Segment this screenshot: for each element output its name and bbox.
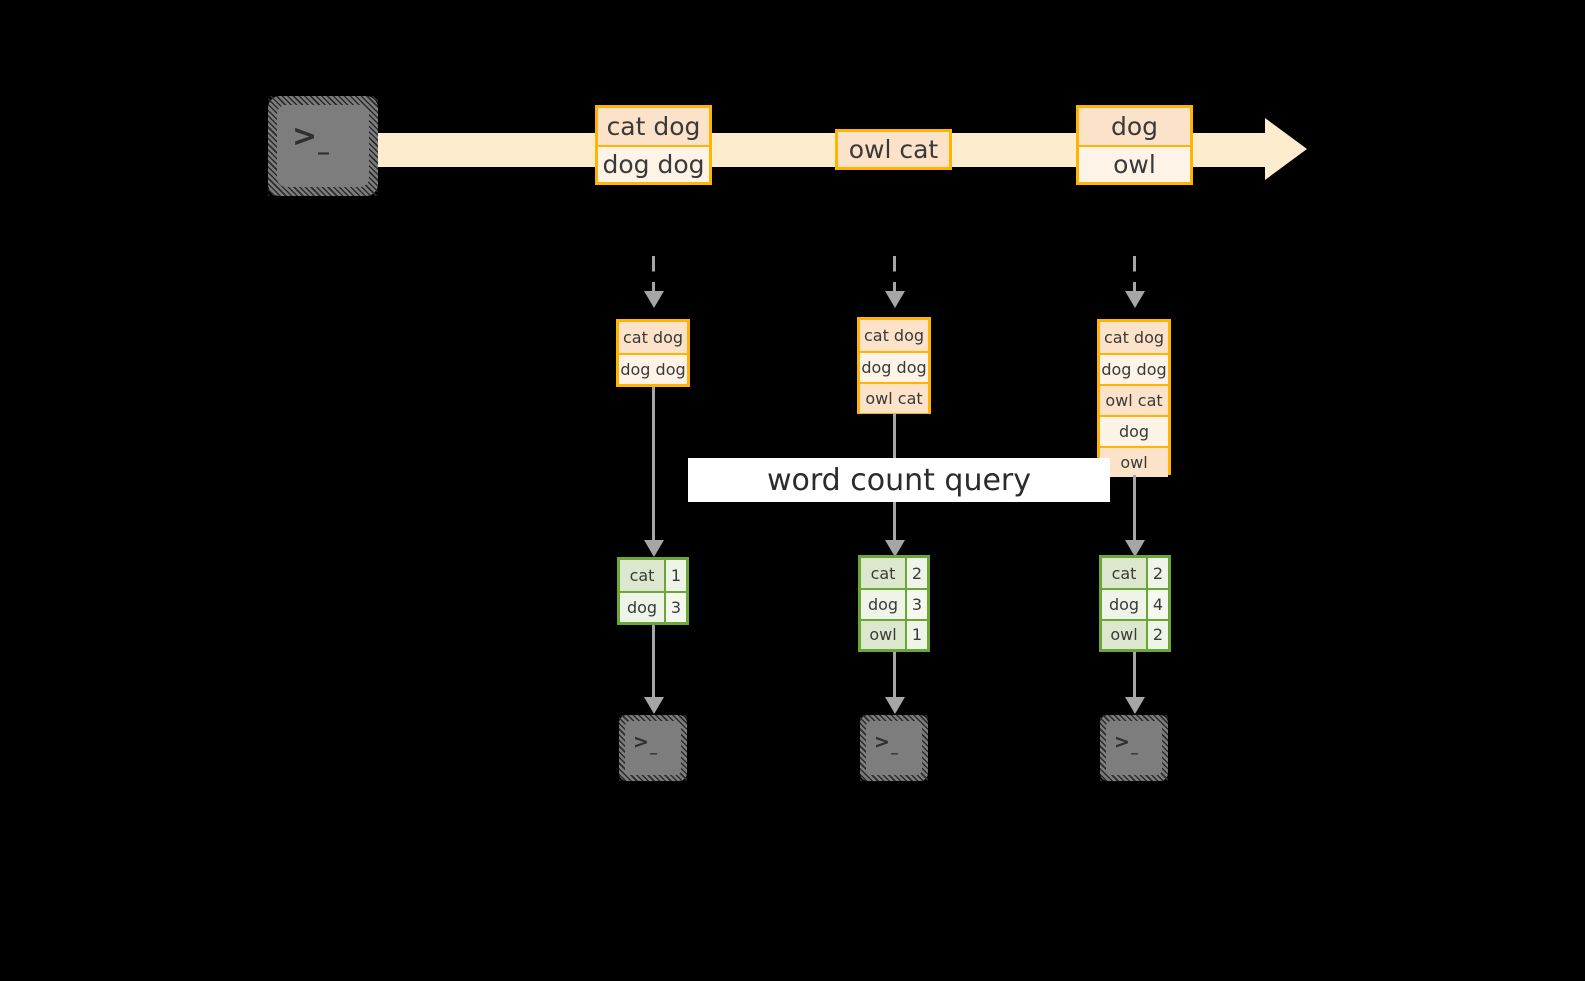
cursor-underscore-icon: _: [650, 739, 657, 755]
snapshot-log-row: owl cat: [860, 382, 928, 413]
result-word: cat: [861, 558, 907, 589]
output-arrow-head-2: [885, 697, 905, 714]
snapshot-log-row: dog dog: [860, 351, 928, 382]
stream-event-row: cat dog: [598, 108, 709, 145]
stream-event-group-1: cat dog dog dog: [595, 105, 712, 185]
prompt-chevron-icon: >: [292, 119, 318, 154]
consumer-terminal-icon-2: > _: [860, 715, 928, 781]
terminal-screen: [277, 105, 369, 187]
result-count: 4: [1148, 590, 1168, 619]
stream-event-row: dog dog: [598, 145, 709, 182]
snapshot-log-row: dog: [1100, 415, 1168, 446]
snapshot-tap-arrowhead-3: [1125, 291, 1145, 308]
result-table-row: owl 1: [861, 618, 927, 649]
event-stream-arrowhead: [1265, 118, 1307, 180]
snapshot-tap-line-2: [893, 256, 896, 292]
snapshot-log-row: owl cat: [1100, 384, 1168, 415]
stream-event-row: owl cat: [838, 132, 949, 167]
result-table-3: cat 2 dog 4 owl 2: [1099, 555, 1171, 652]
snapshot-log-row: dog dog: [1100, 353, 1168, 384]
result-count: 3: [666, 593, 686, 622]
result-count: 3: [907, 590, 927, 619]
consumer-terminal-icon-3: > _: [1100, 715, 1168, 781]
query-label-band: word count query: [688, 458, 1110, 502]
result-word: cat: [1102, 558, 1148, 589]
result-word: owl: [861, 620, 907, 649]
snapshot-log-2: cat dog dog dog owl cat: [857, 317, 931, 414]
result-table-row: dog 3: [620, 591, 686, 622]
result-count: 1: [666, 560, 686, 591]
result-word: dog: [861, 590, 907, 619]
stream-event-group-3: dog owl: [1076, 105, 1193, 185]
terminal-screen: [866, 721, 922, 775]
snapshot-log-row: dog dog: [619, 353, 687, 384]
query-arrow-head-1: [644, 540, 664, 557]
query-arrow-head-3: [1125, 540, 1145, 557]
snapshot-tap-line-3: [1133, 256, 1136, 292]
result-table-row: cat 2: [861, 558, 927, 589]
result-count: 1: [907, 620, 927, 649]
producer-terminal-icon: > _: [268, 96, 378, 196]
stream-event-row: dog: [1079, 108, 1190, 145]
snapshot-log-3: cat dog dog dog owl cat dog owl: [1097, 319, 1171, 477]
result-word: dog: [620, 593, 666, 622]
cursor-underscore-icon: _: [318, 130, 329, 155]
consumer-terminal-icon-1: > _: [619, 715, 687, 781]
snapshot-log-row: cat dog: [619, 322, 687, 353]
stream-event-row: owl: [1079, 145, 1190, 182]
query-arrow-line-1: [652, 387, 655, 544]
result-table-1: cat 1 dog 3: [617, 557, 689, 625]
query-label-text: word count query: [766, 462, 1032, 498]
prompt-chevron-icon: >: [633, 731, 649, 753]
result-table-row: dog 3: [861, 588, 927, 619]
result-table-row: cat 1: [620, 560, 686, 591]
snapshot-log-1: cat dog dog dog: [616, 319, 690, 387]
stream-event-group-2: owl cat: [835, 129, 952, 170]
snapshot-tap-arrowhead-1: [644, 291, 664, 308]
prompt-chevron-icon: >: [874, 731, 890, 753]
query-arrow-line-3: [1133, 475, 1136, 544]
result-table-row: owl 2: [1102, 618, 1168, 649]
prompt-chevron-icon: >: [1114, 731, 1130, 753]
snapshot-tap-line-1: [652, 256, 655, 292]
result-count: 2: [1148, 558, 1168, 589]
result-word: cat: [620, 560, 666, 591]
snapshot-tap-arrowhead-2: [885, 291, 905, 308]
output-arrow-line-3: [1133, 652, 1136, 700]
snapshot-log-row: owl: [1100, 446, 1168, 477]
output-arrow-head-3: [1125, 697, 1145, 714]
snapshot-log-row: cat dog: [860, 320, 928, 351]
output-arrow-head-1: [644, 697, 664, 714]
query-arrow-head-2: [885, 540, 905, 557]
result-count: 2: [1148, 620, 1168, 649]
result-table-2: cat 2 dog 3 owl 1: [858, 555, 930, 652]
terminal-screen: [625, 721, 681, 775]
result-table-row: dog 4: [1102, 588, 1168, 619]
output-arrow-line-2: [893, 652, 896, 700]
result-table-row: cat 2: [1102, 558, 1168, 589]
result-word: owl: [1102, 620, 1148, 649]
terminal-screen: [1106, 721, 1162, 775]
snapshot-log-row: cat dog: [1100, 322, 1168, 353]
cursor-underscore-icon: _: [1131, 739, 1138, 755]
cursor-underscore-icon: _: [891, 739, 898, 755]
output-arrow-line-1: [652, 625, 655, 700]
result-count: 2: [907, 558, 927, 589]
result-word: dog: [1102, 590, 1148, 619]
